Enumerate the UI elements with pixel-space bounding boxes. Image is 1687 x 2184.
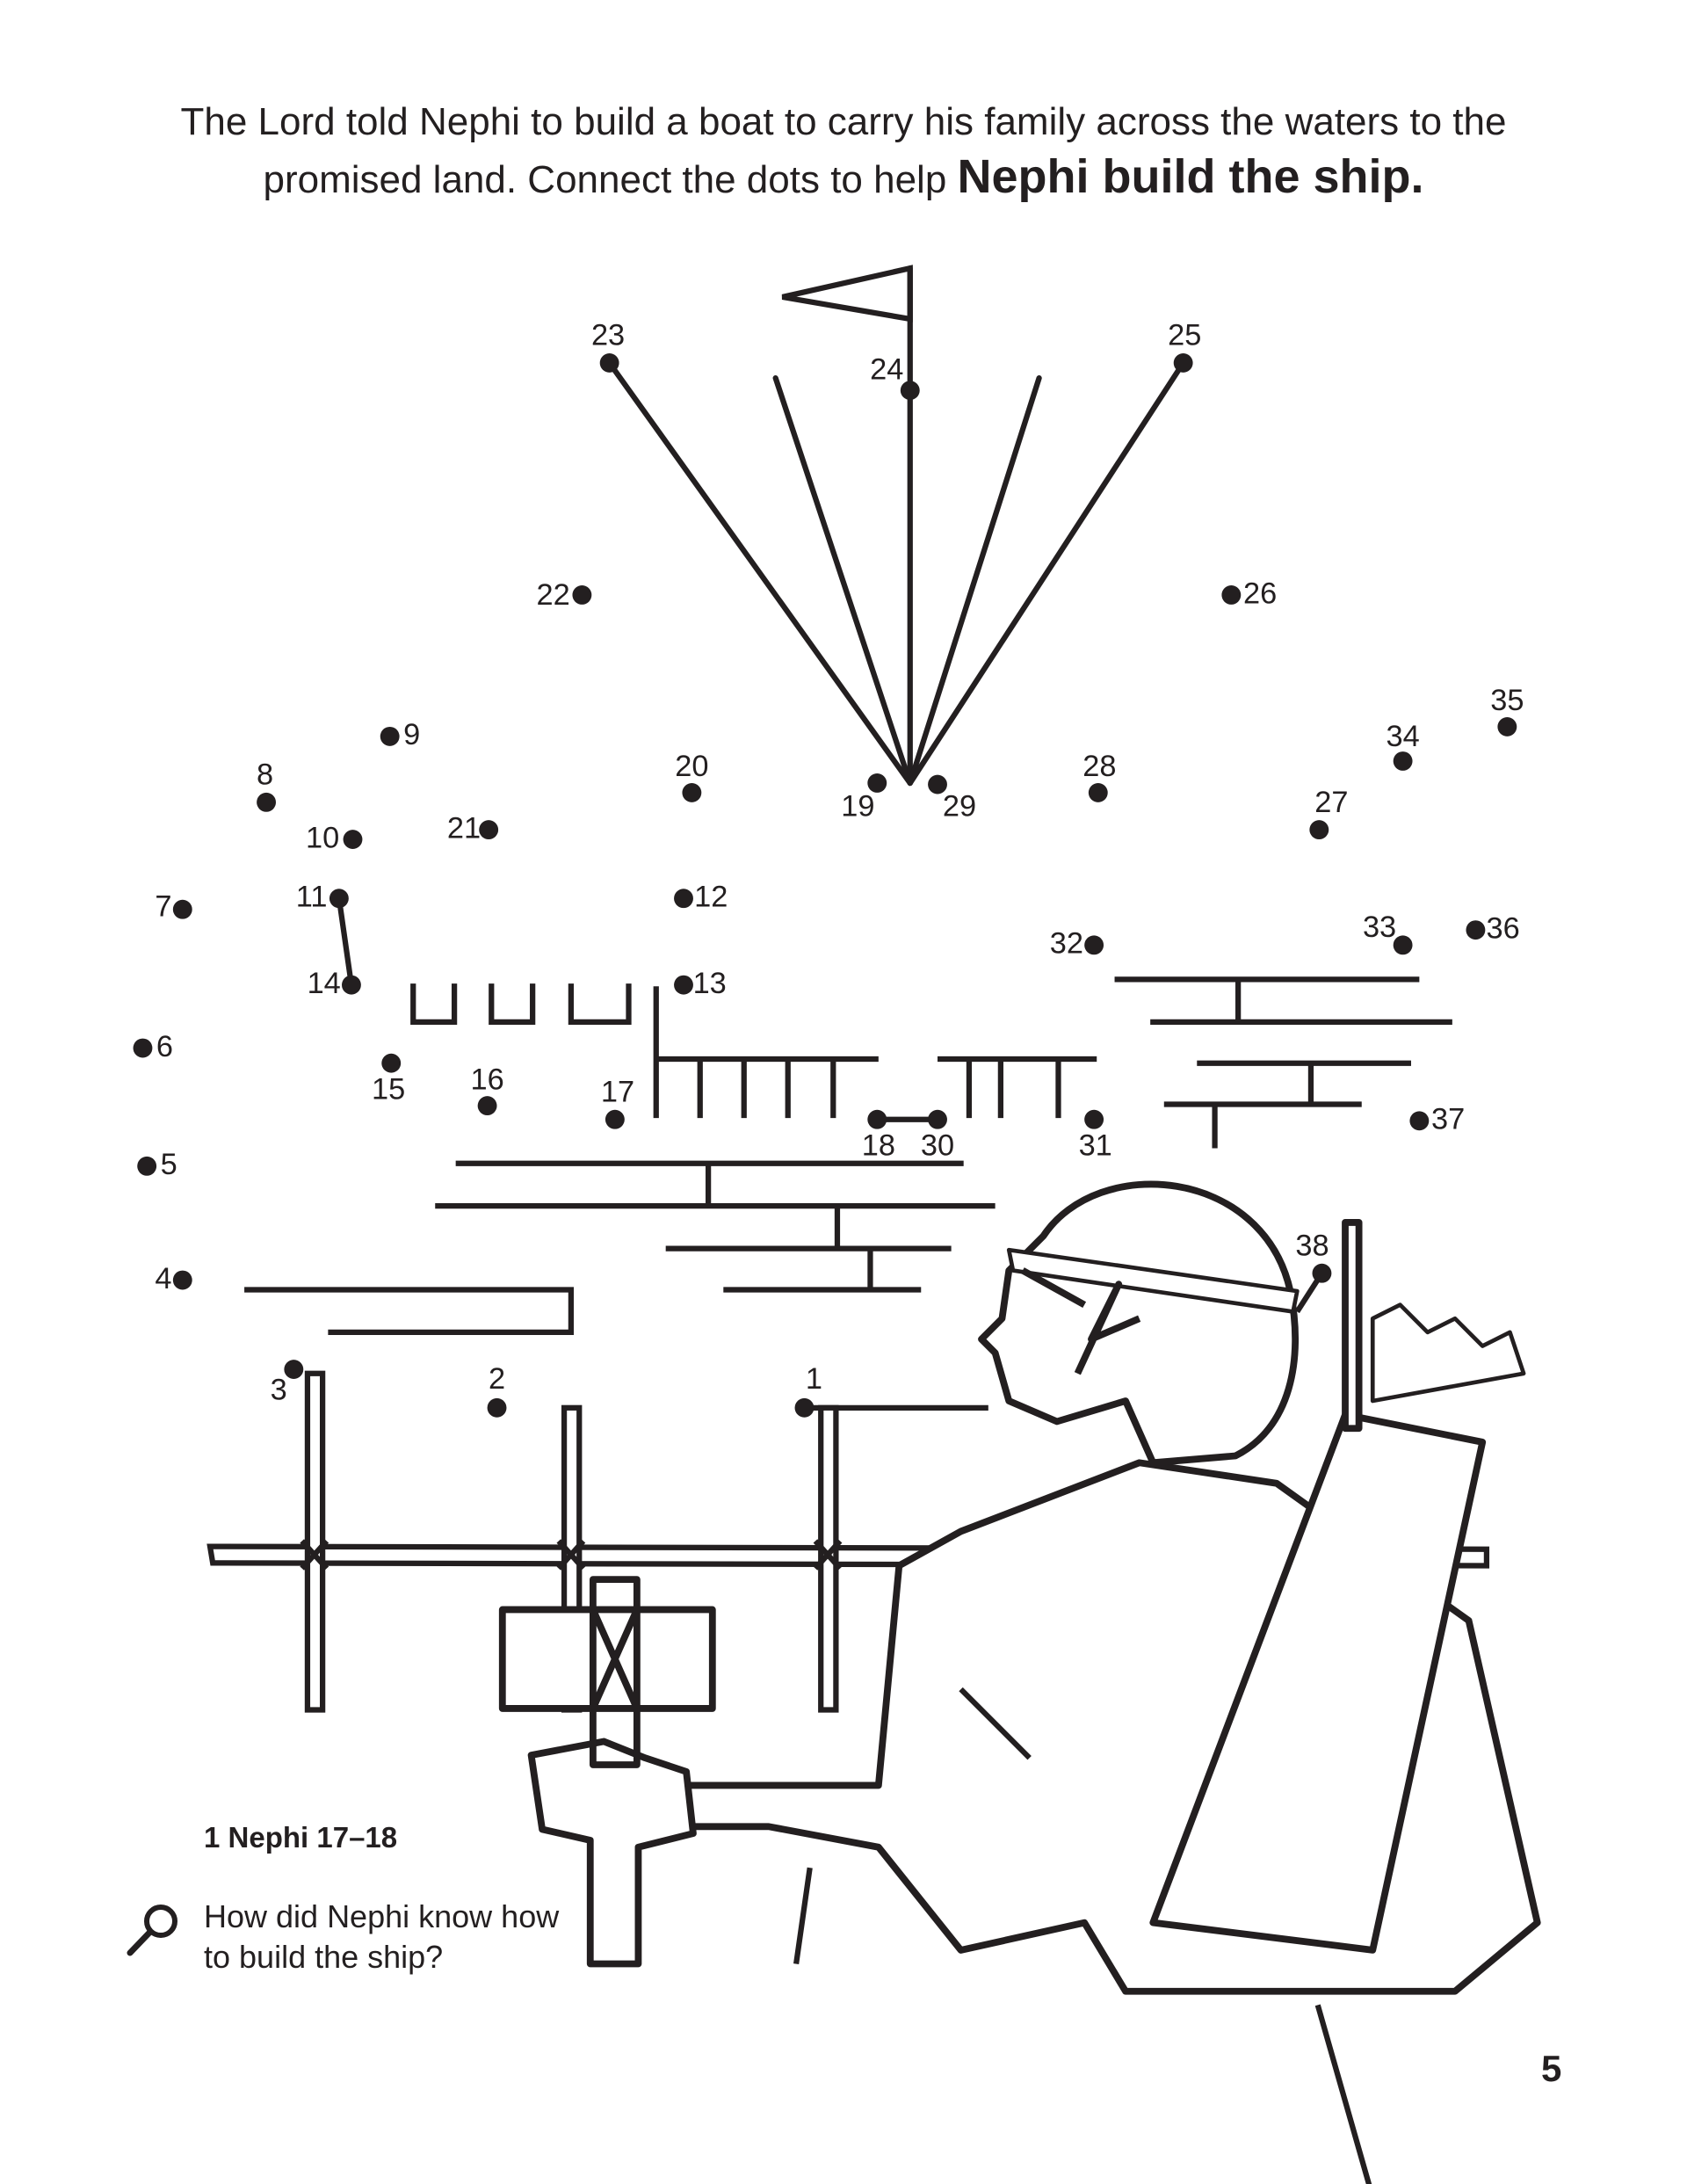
page-number: 5 <box>1541 2048 1562 2089</box>
dot-label: 27 <box>1314 786 1348 819</box>
dot-16 <box>477 1096 497 1116</box>
dot-35 <box>1497 717 1517 736</box>
dot-34 <box>1393 751 1413 771</box>
dot-label: 14 <box>308 967 341 1000</box>
dot-label: 28 <box>1082 750 1116 783</box>
instructions-line-1: The Lord told Nephi to build a boat to c… <box>180 100 1507 143</box>
dot-label: 4 <box>155 1262 171 1295</box>
dot-2 <box>487 1397 507 1418</box>
dot-label: 31 <box>1079 1128 1112 1162</box>
dot-label: 22 <box>536 578 569 612</box>
dot-label: 29 <box>943 789 976 823</box>
dot-label: 5 <box>161 1148 177 1181</box>
instructions: The Lord told Nephi to build a boat to c… <box>0 95 1687 207</box>
dot-label: 20 <box>675 750 708 783</box>
dot-label: 38 <box>1295 1229 1329 1262</box>
dot-label: 24 <box>870 353 903 387</box>
dot-15 <box>381 1053 402 1073</box>
dot-label: 1 <box>806 1362 822 1396</box>
instructions-text: promised land. Connect the dots to help <box>263 158 958 201</box>
instructions-bold: Nephi build the ship. <box>957 150 1424 203</box>
dot-20 <box>682 782 702 802</box>
scripture-reference: 1 Nephi 17–18 <box>204 1821 398 1854</box>
dot-6 <box>133 1038 153 1058</box>
dot-11 <box>329 889 349 909</box>
nephi-figure <box>498 1180 1541 2184</box>
dot-22 <box>572 585 592 605</box>
dot-label: 26 <box>1243 577 1277 610</box>
dot-label: 36 <box>1487 912 1520 946</box>
dot-5 <box>137 1156 157 1176</box>
dot-24 <box>900 381 920 401</box>
dot-32 <box>1084 935 1104 955</box>
dot-label: 33 <box>1363 911 1396 944</box>
dot-label: 3 <box>271 1373 287 1406</box>
dot-18 <box>867 1109 887 1129</box>
dot-label: 16 <box>470 1063 503 1096</box>
dot-label: 30 <box>921 1128 954 1162</box>
discussion-question: How did Nephi know how to build the ship… <box>204 1898 560 1975</box>
dot-label: 17 <box>601 1075 634 1108</box>
dot-13 <box>674 975 693 995</box>
dot-label: 18 <box>862 1128 895 1162</box>
dot-31 <box>1084 1109 1104 1129</box>
dot-label: 15 <box>372 1072 405 1106</box>
dot-label: 19 <box>841 789 874 823</box>
dot-label: 8 <box>257 758 273 792</box>
dot-label: 6 <box>156 1030 173 1063</box>
dot-label: 23 <box>591 319 625 352</box>
magnifying-glass-icon <box>127 1905 177 1956</box>
dot-23 <box>599 353 619 373</box>
dot-21 <box>479 820 499 840</box>
dot-label: 12 <box>694 881 728 914</box>
dot-14 <box>341 975 361 995</box>
dot-label: 11 <box>296 881 328 914</box>
dot-10 <box>343 830 363 849</box>
dot-label: 25 <box>1168 319 1201 352</box>
ship-planks <box>244 976 1452 1336</box>
dot-37 <box>1409 1111 1430 1131</box>
dot-label: 37 <box>1431 1103 1465 1136</box>
dot-12 <box>674 889 693 909</box>
dot-29 <box>928 774 947 795</box>
dot-30 <box>928 1109 947 1129</box>
dot-label: 32 <box>1050 927 1083 961</box>
dot-7 <box>172 899 192 919</box>
dot-8 <box>257 792 277 812</box>
dot-33 <box>1393 935 1413 955</box>
ship-mast-and-flag <box>606 265 1186 787</box>
dot-label: 2 <box>489 1362 505 1396</box>
dot-label: 35 <box>1490 684 1524 717</box>
dot-27 <box>1309 820 1329 840</box>
dot-28 <box>1088 782 1108 802</box>
dot-36 <box>1466 920 1486 940</box>
dot-38 <box>1312 1263 1332 1283</box>
dot-17 <box>605 1109 625 1129</box>
dot-label: 21 <box>447 811 481 845</box>
dot-19 <box>867 773 887 793</box>
dot-25 <box>1173 353 1193 373</box>
dot-label: 10 <box>306 821 339 854</box>
dot-26 <box>1221 585 1242 605</box>
dot-3 <box>284 1360 304 1380</box>
dot-label: 13 <box>693 967 727 1000</box>
dot-4 <box>172 1270 192 1290</box>
dot-label: 9 <box>403 718 420 751</box>
dot-label: 34 <box>1387 720 1420 753</box>
dot-1 <box>794 1397 815 1418</box>
instructions-line-2: promised land. Connect the dots to help … <box>0 149 1687 207</box>
dot-label: 7 <box>155 890 171 924</box>
dot-9 <box>380 726 400 746</box>
